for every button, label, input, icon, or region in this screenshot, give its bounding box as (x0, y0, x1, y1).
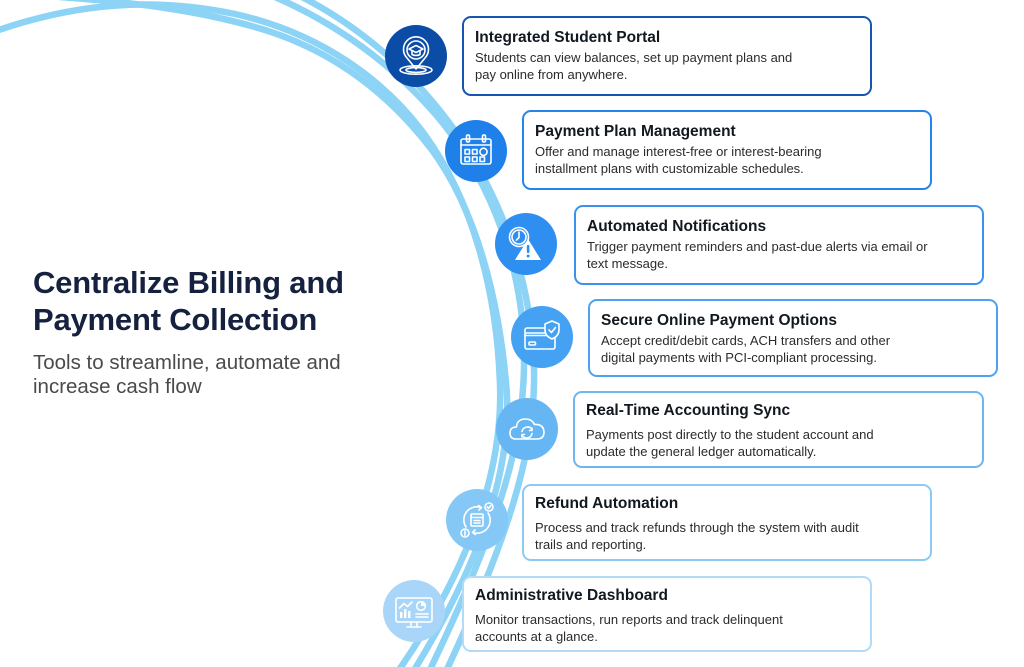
feature-card-notifications: Automated Notifications Trigger payment … (574, 205, 984, 285)
feature-title: Administrative Dashboard (475, 587, 668, 604)
feature-description: installment plans with customizable sche… (535, 161, 804, 176)
graduation-pin-icon (385, 25, 447, 87)
cloud-sync-icon (496, 398, 558, 460)
feature-description: Trigger payment reminders and past-due a… (587, 239, 928, 254)
feature-card-accounting-sync: Real-Time Accounting Sync Payments post … (573, 391, 984, 468)
feature-description: Accept credit/debit cards, ACH transfers… (601, 333, 891, 348)
feature-title: Integrated Student Portal (475, 29, 661, 46)
feature-description: Offer and manage interest-free or intere… (535, 144, 822, 159)
feature-description: pay online from anywhere. (475, 67, 628, 82)
feature-description: Students can view balances, set up payme… (475, 50, 793, 65)
feature-title: Automated Notifications (587, 218, 767, 235)
feature-title: Payment Plan Management (535, 123, 736, 140)
feature-description: trails and reporting. (535, 537, 647, 552)
feature-title: Refund Automation (535, 495, 679, 512)
feature-description: accounts at a glance. (475, 629, 598, 644)
credit-card-shield-icon (511, 306, 573, 368)
feature-card-secure-payments: Secure Online Payment Options Accept cre… (588, 299, 998, 377)
feature-title: Secure Online Payment Options (601, 312, 838, 329)
page-subtitle-line-1: Tools to streamline, automate and (33, 351, 341, 374)
feature-description: digital payments with PCI-compliant proc… (601, 350, 878, 365)
page-subtitle-line-2: increase cash flow (33, 375, 202, 398)
page-title-line-2: Payment Collection (33, 302, 318, 337)
feature-card-refund-automation: Refund Automation Process and track refu… (522, 484, 932, 561)
feature-card-payment-plan: Payment Plan Management Offer and manage… (522, 110, 932, 190)
feature-title: Real-Time Accounting Sync (586, 402, 791, 419)
calendar-dollar-icon (445, 120, 507, 182)
feature-description: Monitor transactions, run reports and tr… (475, 612, 783, 627)
feature-description: update the general ledger automatically. (586, 444, 817, 459)
headline-block: Centralize Billing and Payment Collectio… (33, 264, 344, 399)
page-title-line-1: Centralize Billing and (33, 265, 344, 300)
feature-description: text message. (587, 256, 668, 271)
feature-description: Payments post directly to the student ac… (586, 427, 874, 442)
dashboard-monitor-icon (383, 580, 445, 642)
feature-card-student-portal: Integrated Student Portal Students can v… (462, 16, 872, 96)
clock-alert-icon (495, 213, 557, 275)
arc-stroke (58, 0, 511, 667)
refund-cycle-icon (446, 489, 508, 551)
feature-card-admin-dashboard: Administrative Dashboard Monitor transac… (462, 576, 872, 652)
feature-description: Process and track refunds through the sy… (535, 520, 859, 535)
